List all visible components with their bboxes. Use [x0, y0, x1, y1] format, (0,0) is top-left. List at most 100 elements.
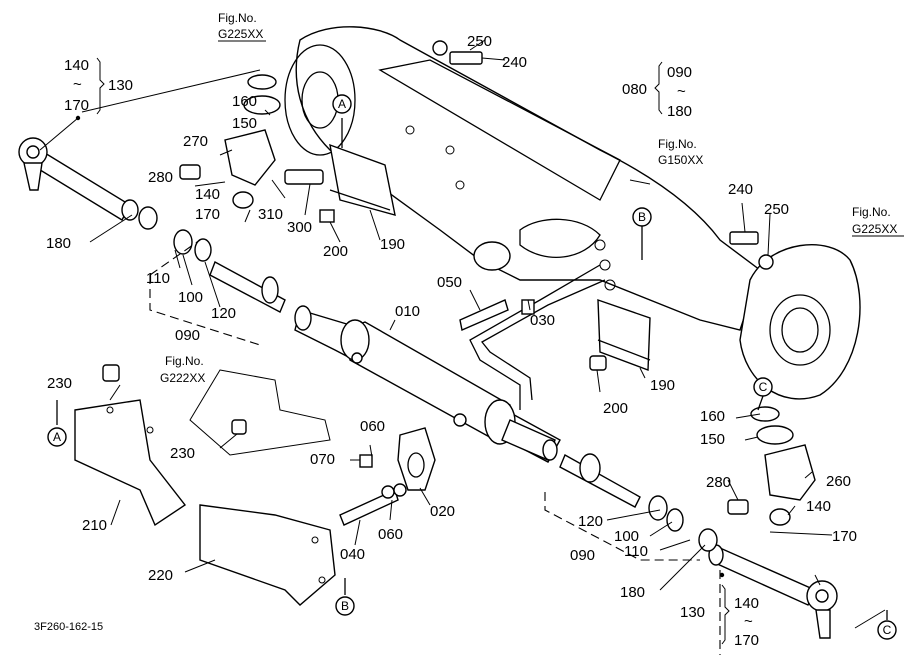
callout-100: 100 — [614, 528, 639, 545]
svg-text:G222XX: G222XX — [160, 371, 205, 385]
fig-ref-g150xx: Fig.No. G150XX — [658, 137, 703, 167]
ghost-bracket — [189, 369, 331, 456]
callout-170: 170 — [64, 97, 89, 114]
svg-text:G150XX: G150XX — [658, 153, 703, 167]
leader-lines — [39, 39, 886, 629]
callout-180: 180 — [620, 584, 645, 601]
hydraulic-hoses — [469, 264, 606, 410]
callout-270: 270 — [183, 133, 208, 150]
svg-text:C: C — [759, 380, 768, 394]
callout-200: 200 — [603, 400, 628, 417]
svg-text:A: A — [338, 97, 346, 111]
callout-240: 240 — [502, 54, 527, 71]
svg-text:C: C — [883, 623, 892, 637]
knuckle-arm-right — [750, 406, 816, 501]
callout-140: 140 — [806, 498, 831, 515]
svg-text:G225XX: G225XX — [218, 27, 263, 41]
rod-end-left — [209, 261, 286, 313]
svg-text:A: A — [53, 430, 61, 444]
svg-text:Fig.No.: Fig.No. — [165, 354, 204, 368]
axle-housing — [284, 26, 761, 331]
callout-250: 250 — [467, 33, 492, 50]
dashed-group-090-right — [544, 492, 700, 561]
bracket-190-left — [329, 143, 396, 216]
callout-160: 160 — [700, 408, 725, 425]
callout-250: 250 — [764, 201, 789, 218]
fig-ref-g225xx-right: Fig.No. G225XX — [852, 205, 904, 237]
right-wheel-hub — [739, 244, 861, 400]
marker-b-top: B — [632, 207, 652, 227]
callout-200: 200 — [323, 243, 348, 260]
callout-210: 210 — [82, 517, 107, 534]
callout-090: 090 — [570, 547, 595, 564]
svg-text:B: B — [341, 599, 349, 613]
tie-rod-left — [18, 137, 139, 221]
svg-text:Fig.No.: Fig.No. — [658, 137, 697, 151]
marker-c-bottom: C — [877, 620, 897, 640]
callout-080: 080 — [622, 81, 647, 98]
callout-120: 120 — [578, 513, 603, 530]
callout-230: 230 — [47, 375, 72, 392]
bracket-190-right — [597, 299, 651, 371]
callout-170: 170 — [832, 528, 857, 545]
callout-010: 010 — [395, 303, 420, 320]
callout-060: 060 — [360, 418, 385, 435]
callout-090: 090 — [175, 327, 200, 344]
fig-ref-g225xx-top: Fig.No. G225XX — [218, 11, 266, 42]
callout-090: 090 — [667, 64, 692, 81]
diagram-code: 3F260-162-15 — [34, 621, 103, 633]
marker-arrows — [56, 118, 888, 620]
callout-140: 140 — [195, 186, 220, 203]
callout-170: 170 — [734, 632, 759, 649]
callout-240: 240 — [728, 181, 753, 198]
svg-text:Fig.No.: Fig.No. — [852, 205, 891, 219]
callout-100: 100 — [178, 289, 203, 306]
marker-c-top: C — [753, 377, 773, 397]
small-hardware — [102, 40, 791, 552]
callout-130: 130 — [108, 77, 133, 94]
callout-130: 130 — [680, 604, 705, 621]
callout-labels: 140 ~ 170 130 160 150 270 280 140 170 31… — [46, 33, 857, 649]
callout-180: 180 — [667, 103, 692, 120]
callout-260: 260 — [826, 473, 851, 490]
callout-030: 030 — [530, 312, 555, 329]
joint-fitting — [397, 427, 436, 491]
guard-220 — [199, 504, 336, 606]
guard-210 — [74, 399, 187, 527]
callout-310: 310 — [258, 206, 283, 223]
callout-280: 280 — [706, 474, 731, 491]
svg-text:~: ~ — [744, 613, 753, 630]
callout-150: 150 — [700, 431, 725, 448]
svg-text:~: ~ — [677, 83, 686, 100]
callout-230: 230 — [170, 445, 195, 462]
callout-040: 040 — [340, 546, 365, 563]
callout-190: 190 — [650, 377, 675, 394]
callout-020: 020 — [430, 503, 455, 520]
callout-120: 120 — [211, 305, 236, 322]
callout-110: 110 — [146, 270, 170, 287]
steering-cylinder — [294, 305, 561, 463]
svg-text:B: B — [638, 210, 646, 224]
callout-150: 150 — [232, 115, 257, 132]
dashed-group-090-left — [149, 239, 261, 346]
knuckle-arm-left — [224, 74, 281, 186]
marker-a-left: A — [47, 427, 67, 447]
callout-300: 300 — [287, 219, 312, 236]
fig-ref-g222xx: Fig.No. G222XX — [160, 354, 205, 385]
marker-b-bottom: B — [335, 596, 355, 616]
callout-110: 110 — [624, 543, 648, 560]
callout-140: 140 — [64, 57, 89, 74]
callout-170: 170 — [195, 206, 220, 223]
svg-text:Fig.No.: Fig.No. — [218, 11, 257, 25]
rod-end-right — [559, 453, 641, 508]
callout-140: 140 — [734, 595, 759, 612]
callout-tilde: ~ — [73, 76, 82, 93]
callout-220: 220 — [148, 567, 173, 584]
callout-060: 060 — [378, 526, 403, 543]
svg-text:G225XX: G225XX — [852, 222, 897, 236]
callout-180: 180 — [46, 235, 71, 252]
marker-a-top: A — [332, 94, 352, 114]
callout-050: 050 — [437, 274, 462, 291]
callout-280: 280 — [148, 169, 173, 186]
callout-190: 190 — [380, 236, 405, 253]
